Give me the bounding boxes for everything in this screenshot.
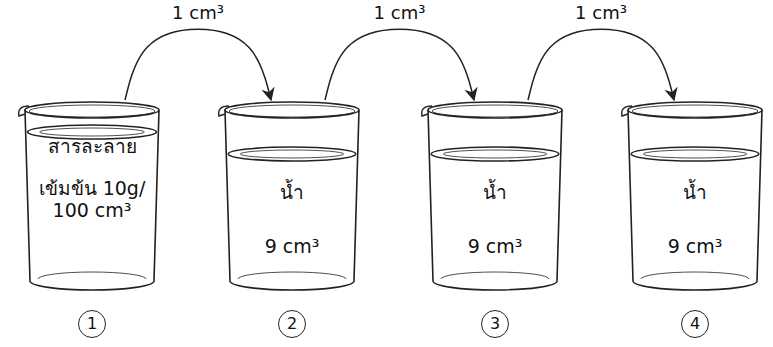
beaker-content: 9 cm³ bbox=[632, 236, 758, 258]
volume-label: 1 cm³ bbox=[572, 2, 630, 23]
beaker: น้ำ 9 cm³ bbox=[420, 98, 570, 293]
beaker: น้ำ 9 cm³ bbox=[217, 98, 367, 293]
transfer-arrow bbox=[325, 29, 474, 100]
callout-number: 3 bbox=[481, 310, 509, 338]
callout-number: 4 bbox=[681, 310, 709, 338]
beaker: สารละลายเข้มข้น 10g/ 100 cm³ bbox=[17, 98, 167, 293]
transfer-arrow bbox=[125, 29, 271, 100]
beaker: น้ำ 9 cm³ bbox=[620, 98, 770, 293]
callout-number: 2 bbox=[278, 310, 306, 338]
beaker-heading: น้ำ bbox=[432, 182, 558, 204]
beaker-content: 9 cm³ bbox=[432, 236, 558, 258]
transfer-arrow bbox=[528, 29, 674, 100]
beaker-content: เข้มข้น 10g/ 100 cm³ bbox=[29, 178, 155, 222]
beaker-heading: น้ำ bbox=[229, 182, 355, 204]
beaker-heading: สารละลาย bbox=[29, 136, 155, 158]
volume-label: 1 cm³ bbox=[371, 2, 429, 23]
beaker-content: 9 cm³ bbox=[229, 236, 355, 258]
volume-label: 1 cm³ bbox=[169, 2, 227, 23]
callout-number: 1 bbox=[78, 310, 106, 338]
beaker-heading: น้ำ bbox=[632, 182, 758, 204]
